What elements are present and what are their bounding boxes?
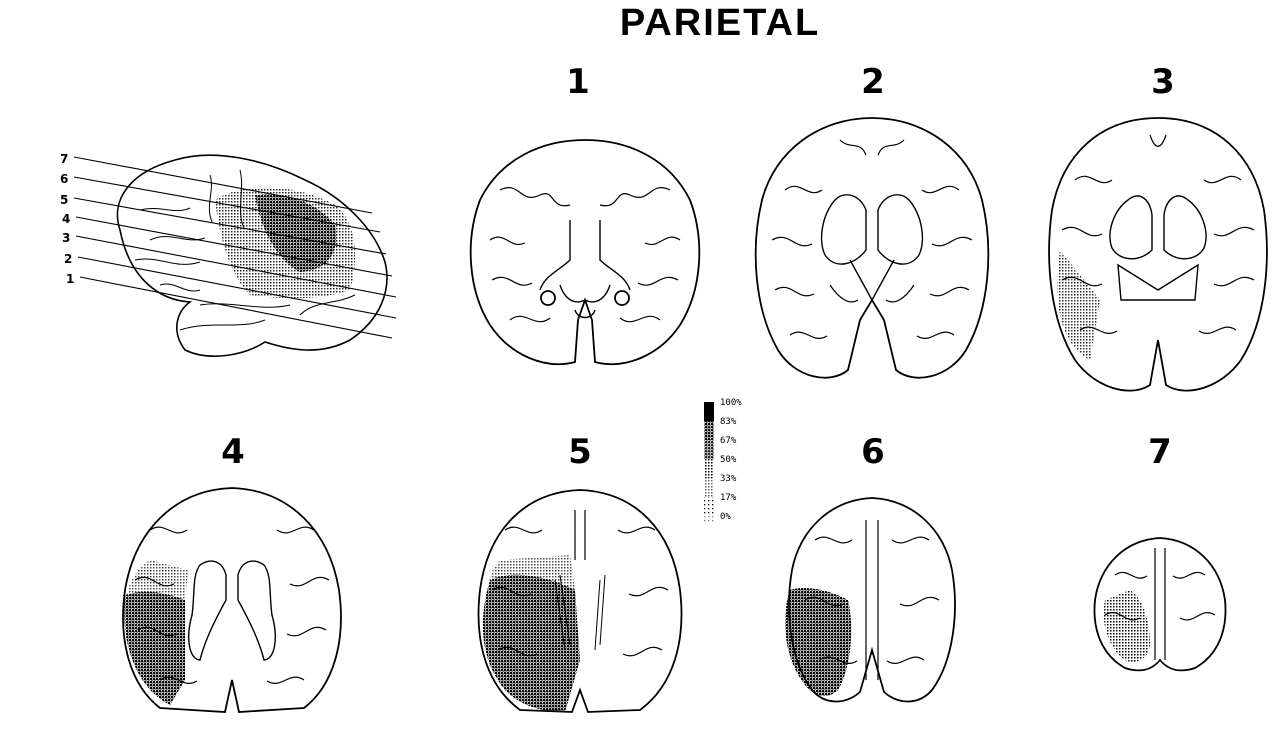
brain-slice-1	[471, 140, 700, 364]
brain-slice-3	[1049, 118, 1267, 391]
brain-slice-4	[123, 488, 341, 712]
brain-slice-6	[785, 498, 955, 702]
brain-slice-2	[756, 118, 989, 378]
legend-bar	[704, 402, 714, 524]
brain-slice-7	[1094, 538, 1225, 670]
brain-slice-5	[479, 490, 682, 712]
lateral-brain-view	[74, 155, 396, 356]
